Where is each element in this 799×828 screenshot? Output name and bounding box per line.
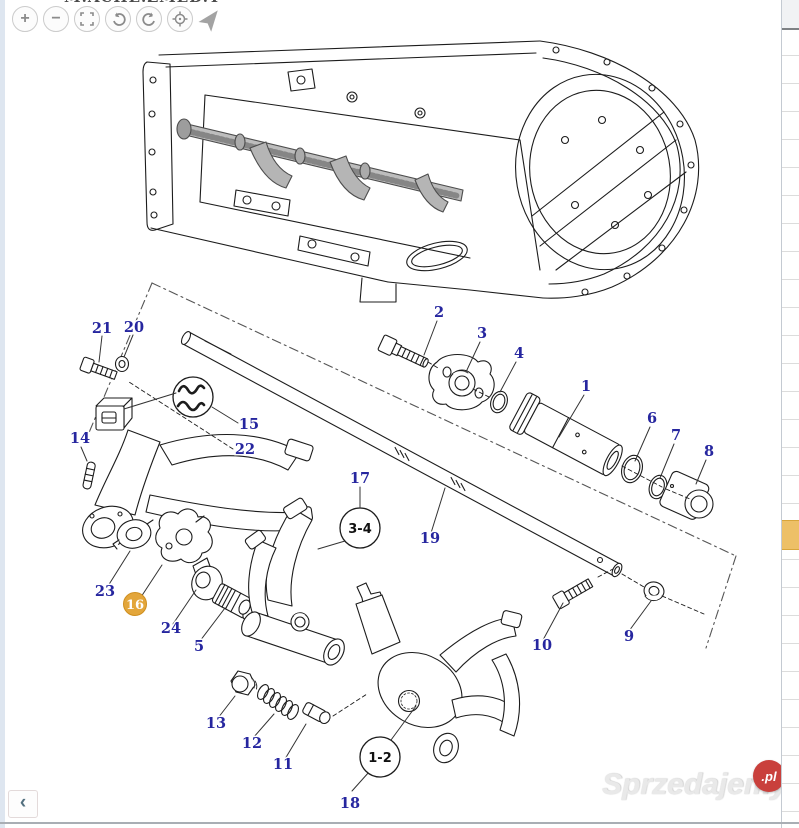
clipped-page-heading: M.ACHE.ZMED.T — [64, 0, 234, 6]
callout-6: 6 — [647, 410, 657, 427]
back-button[interactable]: ‹ — [8, 790, 38, 818]
selector-plate-part-16 — [155, 508, 213, 564]
plug-part-13 — [230, 670, 258, 696]
viewer-toolbar: + − — [12, 6, 224, 32]
callout-10: 10 — [532, 637, 552, 654]
callout-13: 13 — [206, 715, 226, 732]
pin-part-14 — [82, 461, 96, 490]
bolt-part-10 — [552, 578, 594, 610]
clipped-page-heading-text: M.ACHE.ZMED.T — [64, 0, 234, 5]
callout-17: 17 — [350, 470, 370, 487]
rotate-left-button[interactable] — [105, 6, 131, 32]
page-thumbnail-strip[interactable] — [781, 0, 799, 828]
leader-lines — [80, 320, 707, 792]
plunger-part-11 — [302, 702, 331, 725]
left-shift-fork — [82, 429, 314, 549]
callout-21: 21 — [92, 320, 112, 337]
callout-22: 22 — [235, 441, 255, 458]
callout-7: 7 — [671, 427, 681, 444]
callout-19: 19 — [420, 530, 440, 547]
bushing-part-24 — [191, 557, 223, 601]
callout-11: 11 — [273, 756, 293, 773]
highlighted-callout-16-badge: 16 — [123, 592, 147, 616]
washer-part-20 — [114, 355, 130, 373]
callout-15: 15 — [239, 416, 259, 433]
pan-arrow-button[interactable] — [198, 6, 224, 32]
nut-part-9 — [643, 581, 665, 602]
cam-ring-part-23 — [112, 519, 154, 550]
gear-range-circle-3-4: 3-4 — [339, 507, 381, 549]
spring-clips-circle-part-15 — [172, 376, 214, 418]
callout-1: 1 — [581, 378, 591, 395]
gear-range-label-3-4: 3-4 — [348, 522, 372, 537]
callout-18: 18 — [340, 795, 360, 812]
bolt-part-21 — [79, 356, 118, 380]
callout-labels: 21 20 2 3 4 1 6 7 8 15 22 14 17 19 23 24… — [68, 303, 715, 814]
callout-23: 23 — [95, 583, 115, 600]
right-shift-fork — [355, 582, 523, 764]
navigation-arrow-icon — [198, 10, 218, 32]
bolt-part-2 — [377, 334, 429, 368]
callout-3: 3 — [477, 325, 487, 342]
middle-shift-fork — [241, 497, 345, 666]
target-icon — [172, 11, 188, 27]
callout-4: 4 — [514, 345, 524, 362]
shift-rail — [180, 331, 623, 578]
left-edge-strip — [0, 0, 5, 828]
bottom-divider — [0, 822, 799, 824]
gear-range-label-1-2: 1-2 — [368, 751, 392, 766]
gear-range-circle-1-2: 1-2 — [359, 736, 401, 778]
zoom-out-button[interactable]: − — [43, 6, 69, 32]
rotate-right-icon — [141, 12, 155, 26]
callout-12: 12 — [242, 735, 262, 752]
o-ring-part-4 — [490, 390, 508, 414]
callout-16: 16 — [126, 598, 144, 613]
callout-2: 2 — [434, 304, 444, 321]
bushing-part-8 — [659, 470, 714, 520]
transmission-housing-drawing — [142, 40, 700, 303]
snap-ring-part-6 — [621, 454, 643, 484]
callout-5: 5 — [194, 638, 204, 655]
internal-shift-rail-assembly — [176, 118, 464, 213]
sleeve-part-1 — [509, 392, 623, 477]
fullscreen-button[interactable] — [74, 6, 100, 32]
callout-8: 8 — [704, 443, 714, 460]
center-target-button[interactable] — [167, 6, 193, 32]
rotate-left-icon — [112, 12, 126, 26]
alignment-dashes — [128, 361, 705, 717]
spring-part-12 — [256, 684, 300, 720]
minus-icon: − — [51, 10, 61, 27]
thumbnail-strip-header — [782, 0, 799, 30]
rotate-right-button[interactable] — [136, 6, 162, 32]
callout-20: 20 — [124, 319, 144, 336]
zoom-in-button[interactable]: + — [12, 6, 38, 32]
retainer-block-part-22 — [95, 397, 133, 431]
callout-9: 9 — [624, 628, 634, 645]
flange-plate-part-3 — [428, 353, 495, 411]
chevron-left-icon: ‹ — [19, 792, 27, 813]
active-page-thumbnail[interactable] — [782, 520, 799, 550]
threaded-sleeve-part-5 — [211, 583, 256, 620]
fullscreen-icon — [80, 12, 94, 26]
callout-24: 24 — [161, 620, 181, 637]
callout-14: 14 — [70, 430, 90, 447]
plus-icon: + — [20, 10, 30, 27]
